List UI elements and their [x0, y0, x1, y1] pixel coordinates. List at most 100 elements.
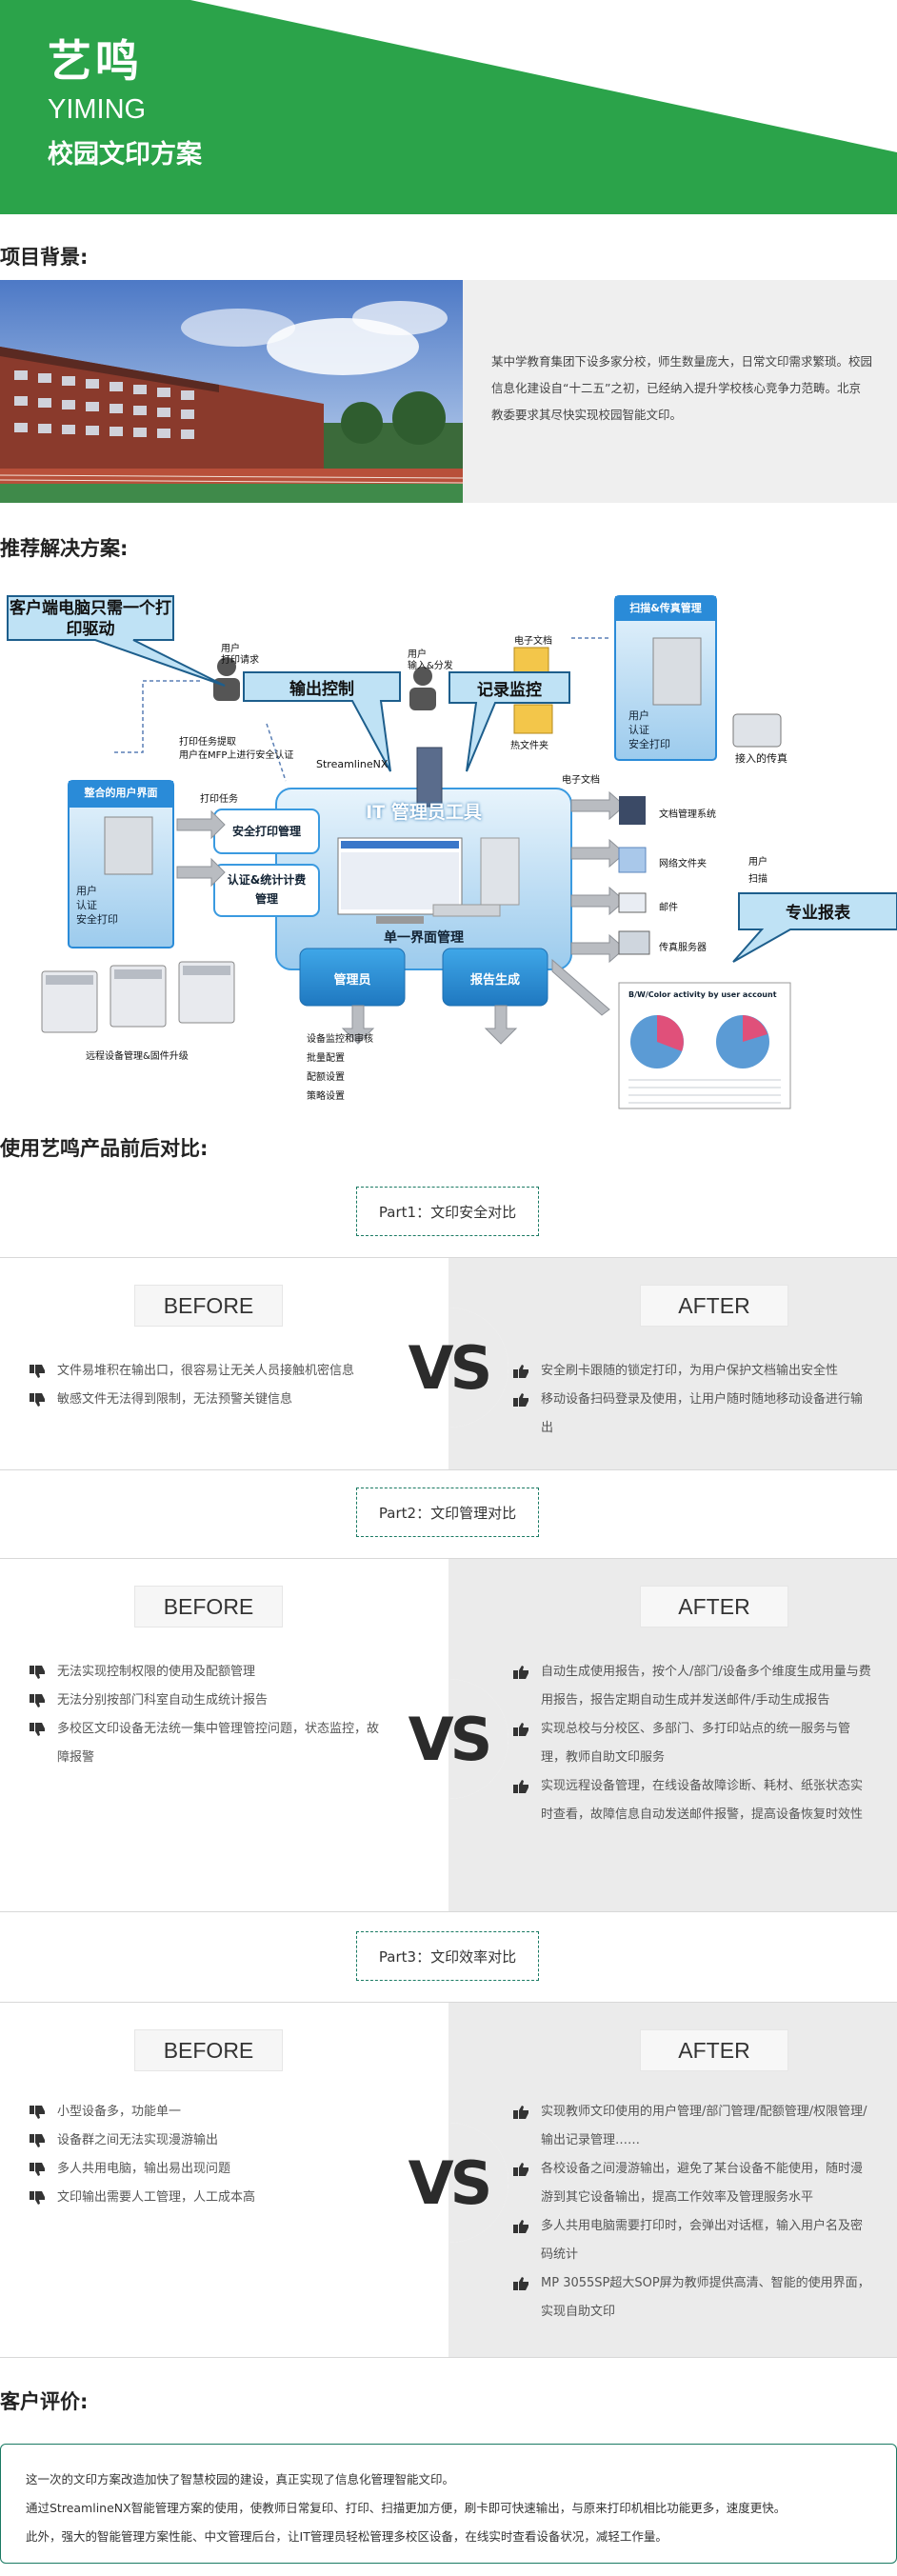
- solution-title: 推荐解决方案:: [0, 537, 129, 560]
- thumb-down-icon: [30, 1393, 45, 1407]
- report-title: B/W/Color activity by user account: [628, 990, 777, 999]
- after-list: 自动生成使用报告，按个人/部门/设备多个维度生成用量与费用报告，报告定期自动生成…: [512, 1658, 874, 1829]
- background-text: 某中学教育集团下设多家分校，师生数量庞大，日常文印需求繁琐。校园信息化建设自“十…: [491, 354, 873, 422]
- list-item: 敏感文件无法得到限制，无法预警关键信息: [29, 1386, 390, 1414]
- brand-name-cn: 艺鸣: [48, 35, 143, 87]
- list-item: 多人共用电脑需要打印时，会弹出对话框，输入用户名及密码统计: [512, 2212, 874, 2269]
- module-report: 报告生成: [469, 973, 520, 988]
- label-fax-server: 传真服务器: [659, 943, 707, 953]
- list-item: 自动生成使用报告，按个人/部门/设备多个维度生成用量与费用报告，报告定期自动生成…: [512, 1658, 874, 1715]
- after-label: AFTER: [640, 2029, 788, 2071]
- label-streamline: StreamlineNX: [316, 758, 389, 770]
- right-panel-title: 扫描&传真管理: [629, 602, 702, 614]
- thumb-up-icon: [513, 2220, 528, 2233]
- school-photo: [0, 280, 463, 503]
- before-label: BEFORE: [134, 1586, 283, 1627]
- callout-output: 输出控制: [289, 680, 354, 699]
- hero-banner: 艺鸣 YIMING 校园文印方案: [0, 0, 897, 214]
- list-item: 无法分别按部门科室自动生成统计报告: [29, 1687, 390, 1715]
- list-item: 各校设备之间漫游输出，避免了某台设备不能使用，随时漫游到其它设备输出，提高工作效…: [512, 2155, 874, 2212]
- thumb-up-icon: [513, 1723, 528, 1736]
- thumb-down-icon: [30, 2191, 45, 2205]
- review-line: 通过StreamlineNX智能管理方案的使用，使教师日常复印、打印、扫描更加方…: [26, 2501, 787, 2515]
- part1-tab: Part1：文印安全对比: [356, 1187, 539, 1236]
- part2-tab: Part2：文印管理对比: [356, 1488, 539, 1537]
- part1-compare: BEFORE AFTER VS 文件易堆积在输出口，很容易让无关人员接触机密信息…: [0, 1257, 897, 1470]
- thumb-up-icon: [513, 2106, 528, 2119]
- left-panel-title: 整合的用户界面: [84, 787, 158, 799]
- review-line: 此外，强大的智能管理方案性能、中文管理后台，让IT管理员轻松管理多校区设备，在线…: [26, 2529, 668, 2544]
- list-item: 移动设备扫码登录及使用，让用户随时随地移动设备进行输出: [512, 1386, 874, 1443]
- thumb-down-icon: [30, 1723, 45, 1736]
- list-item: MP 3055SP超大SOP屏为教师提供高清、智能的使用界面，实现自助文印: [512, 2269, 874, 2326]
- part3-compare: BEFORE AFTER VS 小型设备多，功能单一 设备群之间无法实现漫游输出…: [0, 2002, 897, 2358]
- module-secure-print: 安全打印管理: [231, 825, 301, 838]
- brand-name-en: YIMING: [48, 94, 147, 125]
- after-label: AFTER: [640, 1285, 788, 1327]
- thumb-down-icon: [30, 2163, 45, 2176]
- thumb-down-icon: [30, 1365, 45, 1378]
- compare-title: 使用艺鸣产品前后对比:: [0, 1137, 209, 1160]
- list-item: 文印输出需要人工管理，人工成本高: [29, 2184, 390, 2212]
- before-list: 小型设备多，功能单一 设备群之间无法实现漫游输出 多人共用电脑，输出易出现问题 …: [29, 2098, 390, 2212]
- single-ui-label: 单一界面管理: [384, 930, 464, 946]
- left-panel-lines: 用户 认证 安全打印: [76, 885, 118, 926]
- before-list: 无法实现控制权限的使用及配额管理 无法分别按部门科室自动生成统计报告 多校区文印…: [29, 1658, 390, 1772]
- thumb-up-icon: [513, 2277, 528, 2290]
- background-box: 某中学教育集团下设多家分校，师生数量庞大，日常文印需求繁琐。校园信息化建设自“十…: [0, 280, 897, 503]
- callout-record: 记录监控: [477, 681, 542, 700]
- before-label: BEFORE: [134, 2029, 283, 2071]
- label-user-input: 用户 输入&分发: [408, 649, 453, 671]
- label-e-doc-2: 电子文档: [562, 775, 600, 786]
- list-item: 文件易堆积在输出口，很容易让无关人员接触机密信息: [29, 1357, 390, 1386]
- background-title: 项目背景:: [0, 246, 89, 269]
- thumb-up-icon: [513, 2163, 528, 2176]
- thumb-up-icon: [513, 1780, 528, 1793]
- label-mfp-auth: 用户在MFP上进行安全认证: [179, 750, 294, 761]
- list-item: 多人共用电脑，输出易出现问题: [29, 2155, 390, 2184]
- label-net-folder: 网络文件夹: [659, 859, 707, 869]
- part3-tab: Part3：文印效率对比: [356, 1931, 539, 1981]
- thumb-up-icon: [513, 1393, 528, 1407]
- hero-brand: 艺鸣 YIMING 校园文印方案: [48, 34, 202, 173]
- before-list: 文件易堆积在输出口，很容易让无关人员接触机密信息 敏感文件无法得到限制，无法预警…: [29, 1357, 390, 1414]
- list-item: 多校区文印设备无法统一集中管理管控问题，状态监控，故障报警: [29, 1715, 390, 1772]
- thumb-up-icon: [513, 1666, 528, 1679]
- label-hot-folder: 热文件夹: [510, 741, 548, 751]
- it-tools-title: IT 管理员工具: [366, 802, 482, 823]
- after-list: 实现教师文印使用的用户管理/部门管理/配额管理/权限管理/输出记录管理…… 各校…: [512, 2098, 874, 2326]
- label-mail: 邮件: [659, 903, 678, 913]
- list-item: 无法实现控制权限的使用及配额管理: [29, 1658, 390, 1687]
- before-label: BEFORE: [134, 1285, 283, 1327]
- list-item: 实现总校与分校区、多部门、多打印站点的统一服务与管理，教师自助文印服务: [512, 1715, 874, 1772]
- thumb-down-icon: [30, 2134, 45, 2147]
- review-line: 这一次的文印方案改造加快了智慧校园的建设，真正实现了信息化管理智能文印。: [26, 2472, 455, 2486]
- thumb-up-icon: [513, 1365, 528, 1378]
- callout-driver: 客户端电脑只需一个打印驱动: [10, 599, 171, 639]
- device-list: 设备监控和审核 批量配置 配额设置 策略设置: [307, 1034, 373, 1102]
- list-item: 小型设备多，功能单一: [29, 2098, 390, 2127]
- hero-subtitle: 校园文印方案: [48, 140, 202, 170]
- label-user-print: 用户 打印请求: [221, 644, 259, 666]
- label-scan: 扫描: [748, 874, 767, 885]
- vs-badge: VS: [389, 2123, 508, 2243]
- list-item: 安全刷卡跟随的锁定打印，为用户保护文档输出安全性: [512, 1357, 874, 1386]
- after-list: 安全刷卡跟随的锁定打印，为用户保护文档输出安全性 移动设备扫码登录及使用，让用户…: [512, 1357, 874, 1443]
- solution-diagram: 客户端电脑只需一个打印驱动 输出控制 记录监控 专业报表 IT 管理员工具 单一…: [0, 581, 897, 1124]
- module-auth-billing: 认证&统计计费管理: [227, 873, 307, 906]
- review-title: 客户评价:: [0, 2390, 89, 2413]
- review-box: 这一次的文印方案改造加快了智慧校园的建设，真正实现了信息化管理智能文印。 通过S…: [0, 2444, 897, 2564]
- thumb-down-icon: [30, 1666, 45, 1679]
- list-item: 实现教师文印使用的用户管理/部门管理/配额管理/权限管理/输出记录管理……: [512, 2098, 874, 2155]
- label-doc-mgmt: 文档管理系统: [659, 809, 716, 820]
- part2-compare: BEFORE AFTER VS 无法实现控制权限的使用及配额管理 无法分别按部门…: [0, 1558, 897, 1912]
- thumb-down-icon: [30, 1694, 45, 1707]
- module-admin: 管理员: [333, 973, 371, 988]
- label-print-task: 打印任务: [200, 794, 238, 805]
- label-remote: 远程设备管理&固件升级: [86, 1051, 189, 1062]
- hero-green-shape: [0, 0, 897, 214]
- thumb-down-icon: [30, 2106, 45, 2119]
- list-item: 设备群之间无法实现漫游输出: [29, 2127, 390, 2155]
- label-print-release: 打印任务提取: [179, 737, 236, 748]
